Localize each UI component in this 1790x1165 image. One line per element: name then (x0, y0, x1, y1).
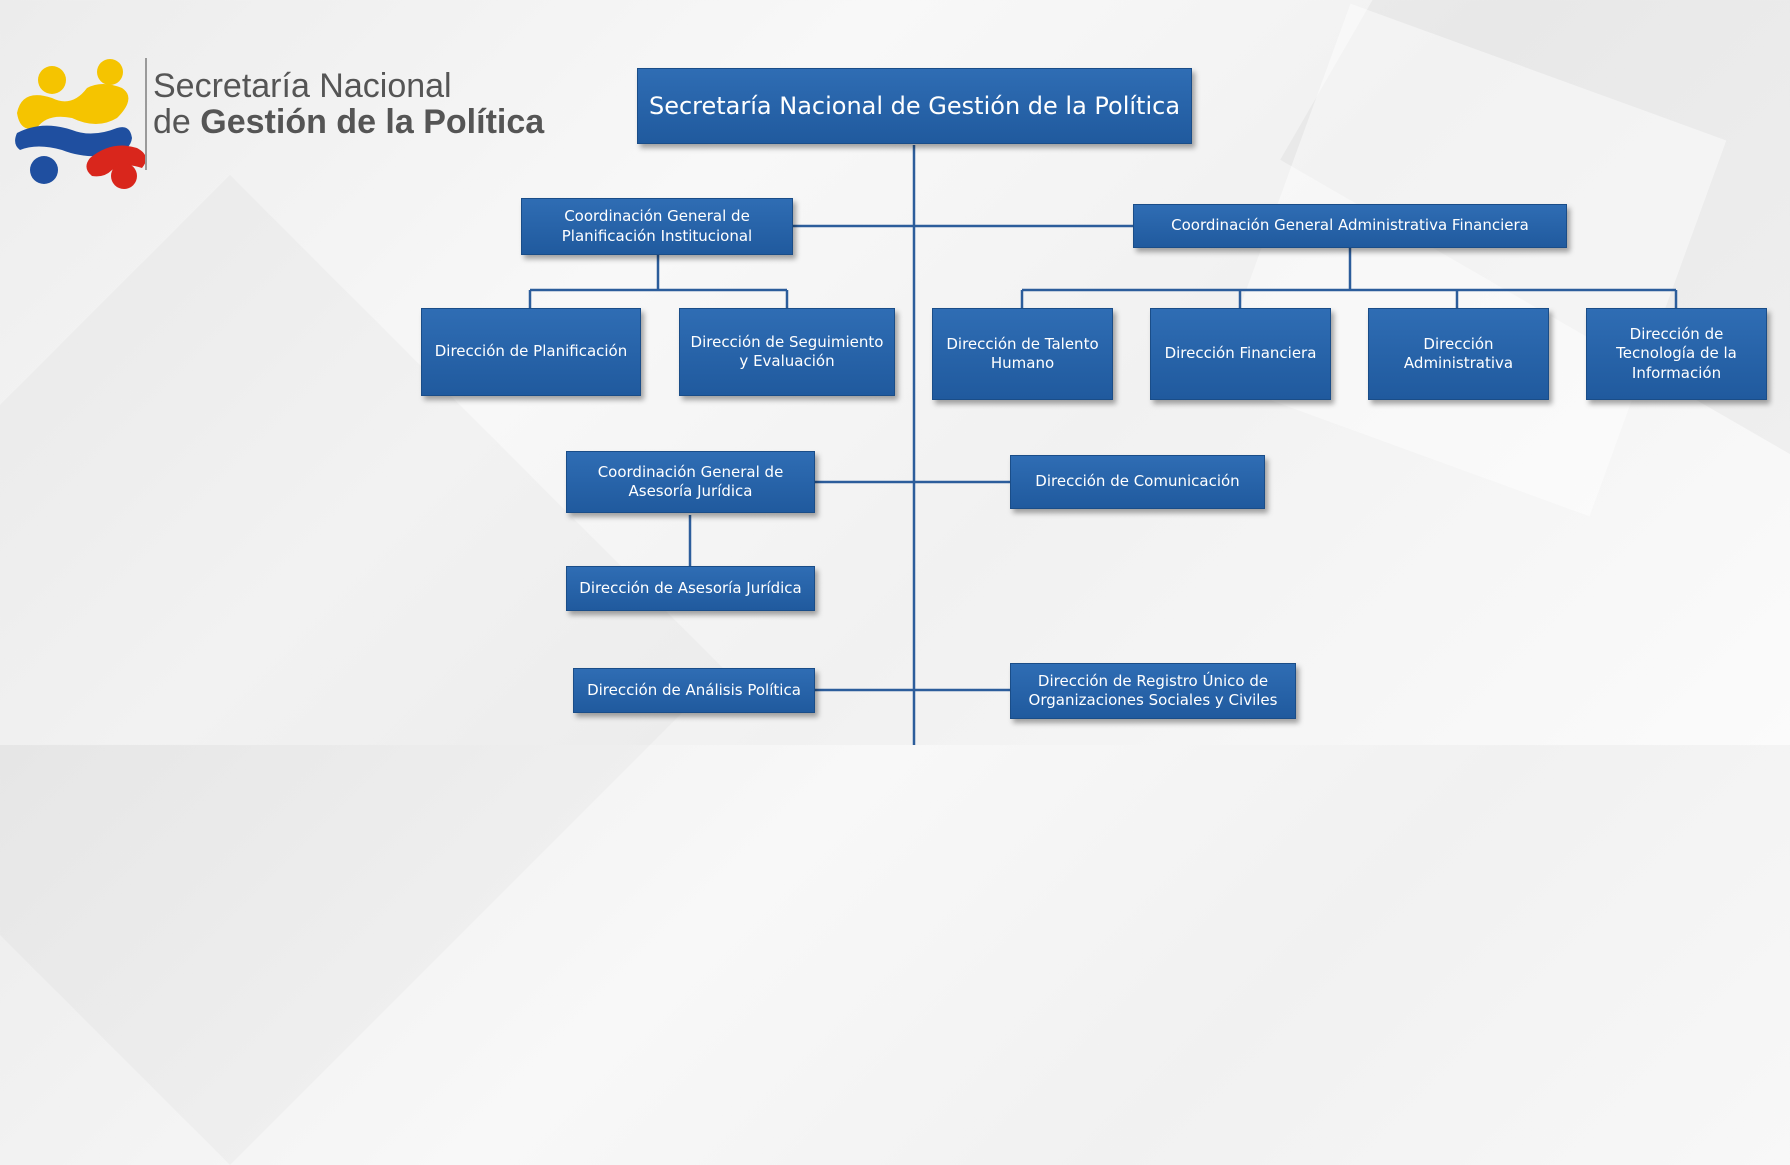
logo-line2-bold: Gestión de la Política (200, 103, 545, 141)
org-box-dir-seguimiento[interactable]: Dirección de Seguimiento y Evaluación (679, 308, 895, 396)
org-box-dir-asesoria[interactable]: Dirección de Asesoría Jurídica (566, 566, 815, 611)
org-box-dir-talento[interactable]: Dirección de Talento Humano (932, 308, 1113, 400)
org-box-coord-admin-fin[interactable]: Coordinación General Administrativa Fina… (1133, 204, 1567, 248)
org-box-dir-planificacion[interactable]: Dirección de Planificación (421, 308, 641, 396)
logo-line1: Secretaría Nacional (153, 67, 452, 105)
org-box-coord-juridica[interactable]: Coordinación General de Asesoría Jurídic… (566, 451, 815, 513)
logo-divider (145, 58, 147, 170)
org-box-dir-registro[interactable]: Dirección de Registro Único de Organizac… (1010, 663, 1296, 719)
org-box-dir-financiera[interactable]: Dirección Financiera (1150, 308, 1331, 400)
org-box-dir-administrativa[interactable]: Dirección Administrativa (1368, 308, 1549, 400)
logo-emblem-icon (15, 59, 146, 189)
logo-text: Secretaría Nacional de Gestión de la Pol… (153, 68, 544, 140)
logo-line2-prefix: de (153, 103, 191, 141)
org-box-coord-planificacion[interactable]: Coordinación General de Planificación In… (521, 198, 793, 255)
org-box-dir-comunicacion[interactable]: Dirección de Comunicación (1010, 455, 1265, 509)
org-box-dir-analisis[interactable]: Dirección de Análisis Política (573, 668, 815, 713)
org-box-dir-tecnologia[interactable]: Dirección de Tecnología de la Informació… (1586, 308, 1767, 400)
logo-line2: de Gestión de la Política (153, 104, 544, 140)
logo (12, 58, 532, 198)
org-chart-connectors (528, 145, 1678, 745)
org-box-top[interactable]: Secretaría Nacional de Gestión de la Pol… (637, 68, 1192, 144)
